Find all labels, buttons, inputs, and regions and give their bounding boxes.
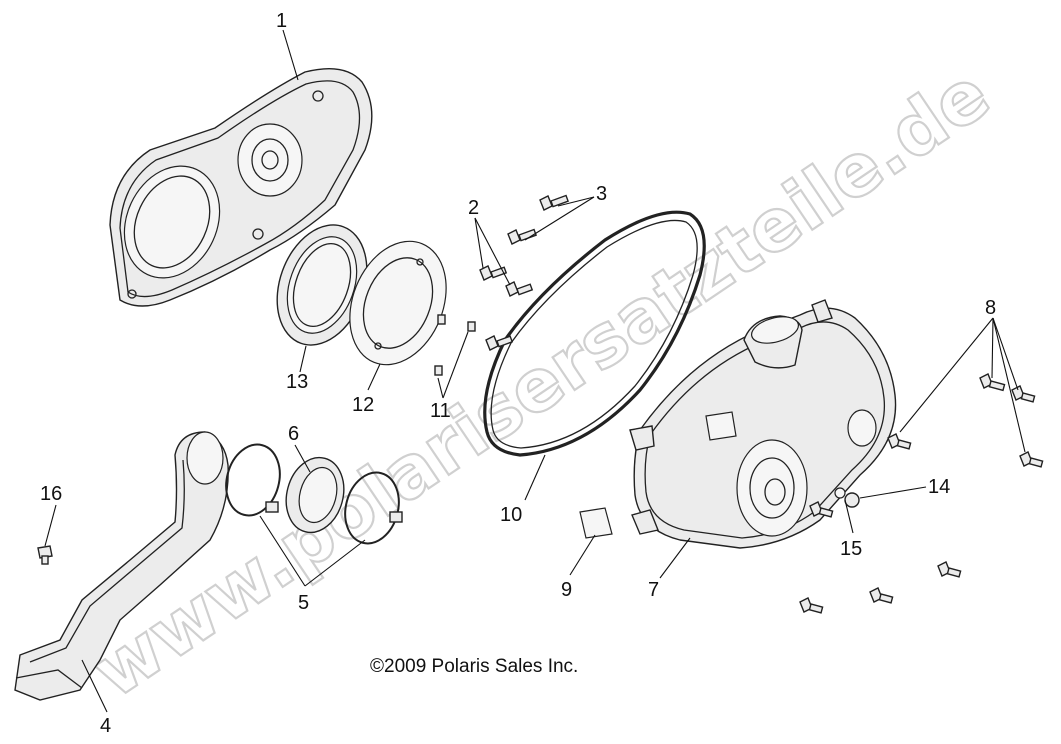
callout-3: 3 [596,183,607,205]
callout-8: 8 [985,297,996,319]
callout-5: 5 [298,592,309,614]
callout-11: 11 [430,400,451,422]
outer-clutch-cover [629,299,897,549]
callout-2: 2 [468,197,479,219]
callout-13: 13 [286,371,308,393]
fasteners [434,194,1044,614]
label-decal [579,411,737,539]
callout-9: 9 [561,579,572,601]
callout-7: 7 [648,579,659,601]
callout-6: 6 [288,423,299,445]
hose-clamps [225,443,403,545]
duct-coupling [285,456,345,534]
air-duct [14,431,229,701]
inner-clutch-cover [109,67,373,307]
callout-16: 16 [40,483,62,505]
callout-4: 4 [100,715,111,737]
callout-12: 12 [352,394,374,416]
copyright-notice: ©2009 Polaris Sales Inc. [370,656,578,677]
leader-lines [44,29,1026,713]
callout-10: 10 [500,504,522,526]
callout-labels: 1 2 3 4 5 6 7 8 9 10 11 12 13 14 15 16 [40,10,996,737]
callout-14: 14 [928,476,950,498]
callout-15: 15 [840,538,862,560]
drain-plug [37,545,53,565]
seal-ring [276,224,368,346]
cover-gasket [483,210,706,457]
callout-1: 1 [276,10,287,32]
